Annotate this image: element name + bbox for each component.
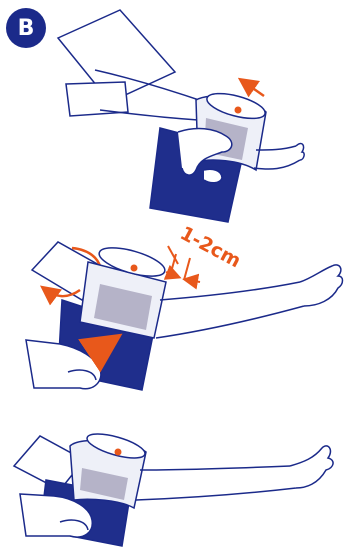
step-2-illustration: 1-2cm bbox=[26, 222, 343, 390]
distance-label: 1-2cm bbox=[176, 222, 244, 272]
step-1-illustration bbox=[58, 10, 304, 222]
step-3-illustration bbox=[14, 429, 333, 546]
